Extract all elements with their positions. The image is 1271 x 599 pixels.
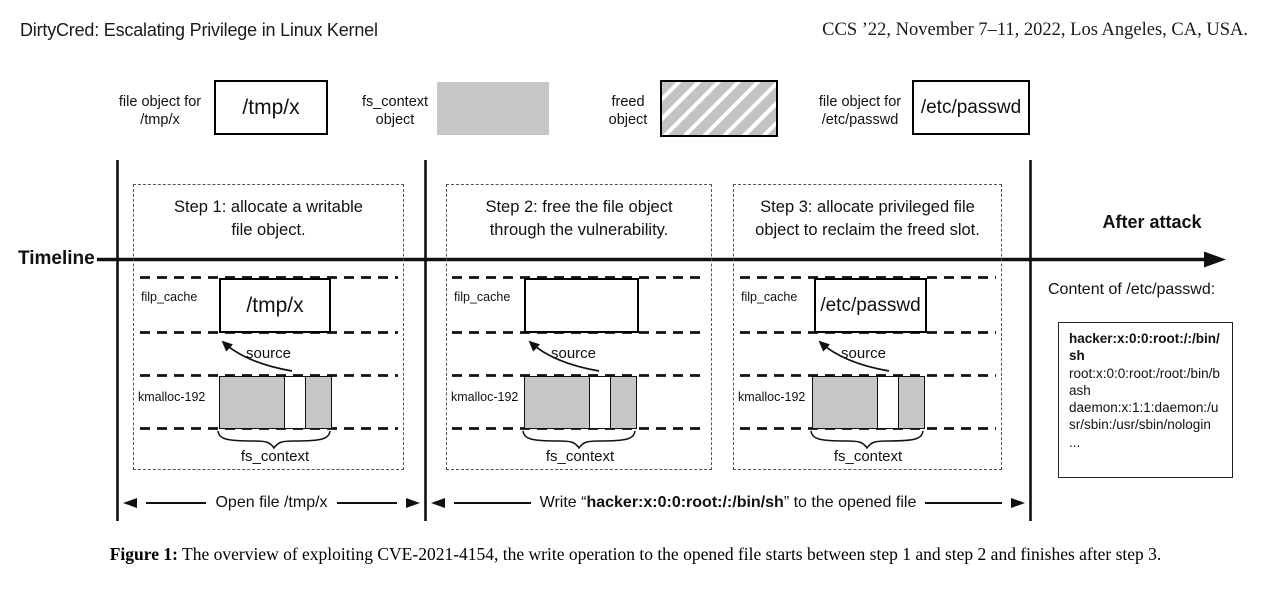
- step3-title: Step 3: allocate privileged file object …: [755, 198, 980, 240]
- step2-fs-context-label: fs_context: [545, 448, 615, 465]
- legend-label-fs-context: fs_context object: [361, 94, 429, 129]
- passwd-daemon-entry: daemon:x:1:1:daemon:/usr/sbin:/usr/sbin/…: [1069, 400, 1219, 433]
- legend-box-file-passwd-text: /etc/passwd: [920, 96, 1022, 118]
- open-file-arrow: Open file /tmp/x: [123, 492, 421, 514]
- write-file-arrow-label: Write “hacker:x:0:0:root:/:/bin/sh” to t…: [539, 494, 917, 511]
- legend-box-file-tmp: /tmp/x: [214, 80, 328, 135]
- passwd-hacker-entry: hacker:x:0:0:root:/:/bin/sh: [1069, 331, 1220, 364]
- step2-filp-cache-label: filp_cache: [454, 290, 511, 304]
- step1-kmalloc-label: kmalloc-192: [138, 390, 206, 404]
- left-arrowhead-icon: [431, 498, 445, 508]
- step1-panel: Step 1: allocate a writable file object.…: [133, 184, 404, 470]
- figure-caption-number: Figure 1:: [109, 544, 178, 564]
- legend-label-file-passwd: file object for /etc/passwd: [818, 94, 902, 129]
- figure-caption: Figure 1: The overview of exploiting CVE…: [0, 544, 1271, 565]
- figure-caption-text: The overview of exploiting CVE-2021-4154…: [177, 544, 1162, 564]
- write-file-arrow: Write “hacker:x:0:0:root:/:/bin/sh” to t…: [431, 492, 1025, 514]
- step2-kmalloc-label: kmalloc-192: [451, 390, 519, 404]
- step3-source-label: source: [841, 345, 887, 362]
- step2-panel: Step 2: free the file object through the…: [446, 184, 712, 470]
- step1-source-label: source: [246, 345, 292, 362]
- step2-source-label: source: [551, 345, 597, 362]
- right-arrowhead-icon: [1011, 498, 1025, 508]
- after-attack-label: After attack: [1102, 212, 1202, 232]
- step3-kmalloc-label: kmalloc-192: [738, 390, 806, 404]
- legend-box-file-tmp-text: /tmp/x: [242, 95, 300, 119]
- step1-file-object-text: /tmp/x: [246, 293, 304, 317]
- step1-filp-cache-label: filp_cache: [141, 290, 198, 304]
- passwd-root-entry: root:x:0:0:root:/root:/bin/bash: [1069, 365, 1220, 398]
- fs-context-object-block: [813, 377, 877, 428]
- step2-freed-object-box: [524, 278, 639, 333]
- step2-kmalloc-row: [524, 376, 637, 429]
- passwd-content-label: Content of /etc/passwd:: [1048, 281, 1216, 298]
- legend-box-fs-context: [437, 82, 549, 135]
- step3-file-object-box: /etc/passwd: [814, 278, 927, 333]
- step3-kmalloc-row: [812, 376, 925, 429]
- legend-label-file-tmp: file object for /tmp/x: [118, 94, 202, 129]
- left-arrowhead-icon: [123, 498, 137, 508]
- step1-file-object-box: /tmp/x: [219, 278, 331, 333]
- step3-panel: Step 3: allocate privileged file object …: [733, 184, 1002, 470]
- step1-title: Step 1: allocate a writable file object.: [174, 198, 363, 240]
- passwd-content-box: hacker:x:0:0:root:/:/bin/sh root:x:0:0:r…: [1058, 322, 1233, 478]
- step1-fs-context-label: fs_context: [240, 448, 310, 465]
- timeline-label: Timeline: [18, 248, 95, 269]
- step3-file-object-text: /etc/passwd: [820, 294, 921, 316]
- fs-context-object-block: [525, 377, 589, 428]
- step3-fs-context-label: fs_context: [833, 448, 903, 465]
- fs-context-object-block: [899, 377, 924, 428]
- passwd-ellipsis: ...: [1069, 434, 1081, 450]
- conference-header: CCS ’22, November 7–11, 2022, Los Angele…: [822, 20, 1248, 40]
- fs-context-object-block: [220, 377, 284, 428]
- step1-kmalloc-row: [219, 376, 332, 429]
- step2-title: Step 2: free the file object through the…: [485, 198, 673, 240]
- open-file-arrow-label: Open file /tmp/x: [215, 494, 328, 511]
- fs-context-object-block: [306, 377, 331, 428]
- legend-box-file-passwd: /etc/passwd: [912, 80, 1030, 135]
- fs-context-object-block: [611, 377, 636, 428]
- right-arrowhead-icon: [406, 498, 421, 508]
- paper-title-header: DirtyCred: Escalating Privilege in Linux…: [20, 20, 378, 40]
- legend-label-freed: freed object: [608, 94, 648, 129]
- step3-filp-cache-label: filp_cache: [741, 290, 798, 304]
- legend-box-freed: [660, 80, 778, 137]
- empty-slot: [284, 377, 306, 428]
- empty-slot: [589, 377, 611, 428]
- empty-slot: [877, 377, 899, 428]
